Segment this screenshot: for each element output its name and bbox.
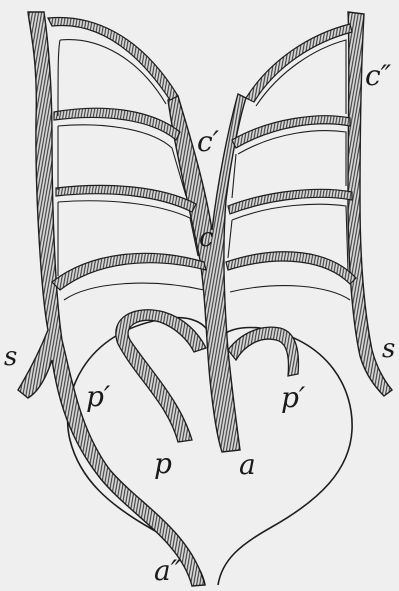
label-a-double: a″ — [154, 557, 181, 585]
vessel-left-branch-3 — [56, 185, 196, 212]
vessel-right-branch-3 — [228, 189, 352, 214]
label-p-prime-left: p′ — [86, 383, 110, 411]
vessel-pulmonary-right — [228, 327, 298, 376]
loop-outline-left-middle — [58, 125, 186, 196]
vessel-left-branch-4 — [52, 253, 206, 290]
loop-outline-left-upper — [58, 40, 166, 116]
label-c-prime: c′ — [197, 128, 219, 156]
vessel-right-branch-4 — [226, 252, 356, 284]
vessel-right-branch-1 — [246, 24, 352, 102]
label-p: p — [154, 450, 172, 478]
loop-outline-bottom-right — [230, 286, 350, 300]
label-c: c — [199, 225, 214, 251]
vessel-right-branch-2 — [232, 116, 350, 148]
label-a: a — [239, 451, 256, 479]
loop-outline-bottom-left — [64, 283, 204, 300]
label-c-double-right: c″ — [365, 62, 391, 90]
label-s-right: s — [382, 336, 395, 362]
vessel-left-branch-2 — [54, 108, 180, 140]
vessel-left-branch-1 — [48, 18, 178, 100]
label-s-left: s — [4, 344, 17, 370]
label-p-prime-right: p′ — [281, 384, 305, 412]
